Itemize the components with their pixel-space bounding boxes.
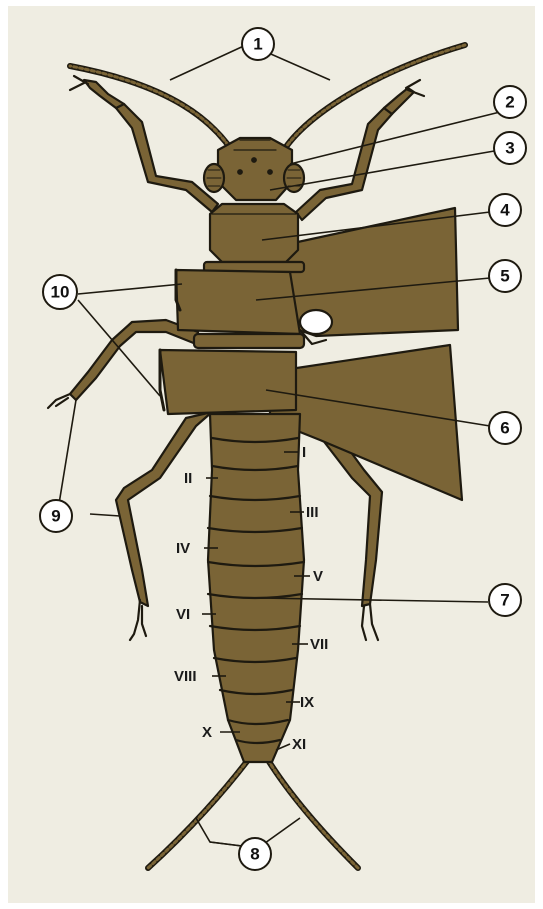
callout-7: 7 [489, 584, 521, 616]
pronotum [204, 204, 304, 272]
callout-10-label: 10 [51, 283, 70, 302]
segment-label-vii: VII [310, 636, 328, 653]
segment-label-i: I [302, 444, 306, 461]
callout-9-label: 9 [51, 507, 60, 526]
segment-label-viii: VIII [174, 668, 197, 685]
callout-10: 10 [43, 275, 77, 309]
callout-1: 1 [242, 28, 274, 60]
callout-8-label: 8 [250, 845, 259, 864]
callout-3: 3 [494, 132, 526, 164]
segment-label-iii: III [306, 504, 319, 521]
segment-label-ix: IX [300, 694, 314, 711]
callout-7-label: 7 [500, 591, 509, 610]
segment-label-iv: IV [176, 540, 190, 557]
callout-6-label: 6 [500, 419, 509, 438]
segment-label-xi: XI [292, 736, 306, 753]
callout-4: 4 [489, 194, 521, 226]
segment-label-ii: II [184, 470, 192, 487]
callout-5: 5 [489, 260, 521, 292]
callout-4-label: 4 [500, 201, 510, 220]
segment-label-x: X [202, 724, 212, 741]
mesothorax [176, 270, 304, 348]
callout-2-label: 2 [505, 93, 514, 112]
callout-6: 6 [489, 412, 521, 444]
callout-9: 9 [40, 500, 72, 532]
abdomen [208, 414, 304, 762]
segment-label-v: V [313, 568, 323, 585]
callout-8: 8 [239, 838, 271, 870]
callout-1-label: 1 [253, 35, 262, 54]
head [204, 138, 304, 200]
callout-5-label: 5 [500, 267, 509, 286]
segment-label-vi: VI [176, 606, 190, 623]
callout-3-label: 3 [505, 139, 514, 158]
metathorax [160, 350, 296, 414]
callout-2: 2 [494, 86, 526, 118]
